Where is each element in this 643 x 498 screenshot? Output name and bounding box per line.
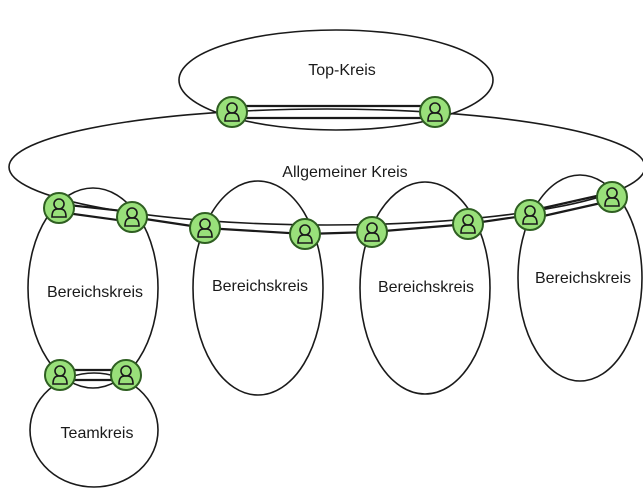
person-node-top-right	[419, 96, 451, 128]
person-icon	[52, 365, 68, 385]
area-circle-1	[27, 187, 159, 389]
person-node-area1-left	[43, 192, 75, 224]
person-node-team-right	[110, 359, 142, 391]
top-circle	[178, 29, 494, 131]
double-links	[58, 104, 611, 382]
person-node-area2-right	[289, 218, 321, 250]
team-circle-label: Teamkreis	[61, 425, 134, 442]
team-circle	[29, 372, 159, 488]
person-node-team-left	[44, 359, 76, 391]
person-icon	[118, 365, 134, 385]
person-node-area2-left	[189, 212, 221, 244]
area-circle-1-label: Bereichskreis	[47, 284, 143, 301]
general-circle	[8, 108, 643, 226]
person-icon	[224, 102, 240, 122]
person-icon	[604, 187, 620, 207]
person-icon	[522, 205, 538, 225]
top-circle-label: Top-Kreis	[308, 62, 376, 79]
area-circle-3	[359, 181, 491, 395]
person-icon	[460, 214, 476, 234]
person-node-area4-left	[514, 199, 546, 231]
person-node-area1-right	[116, 201, 148, 233]
area-circle-4-label: Bereichskreis	[535, 270, 631, 287]
person-node-area3-right	[452, 208, 484, 240]
area-circle-4	[517, 174, 643, 382]
person-node-area4-right	[596, 181, 628, 213]
person-icon	[124, 207, 140, 227]
person-icon	[364, 222, 380, 242]
person-node-top-left	[216, 96, 248, 128]
person-icon	[197, 218, 213, 238]
person-icon	[427, 102, 443, 122]
person-node-area3-left	[356, 216, 388, 248]
general-circle-label: Allgemeiner Kreis	[282, 164, 407, 181]
area-circle-2-label: Bereichskreis	[212, 278, 308, 295]
area-circle-3-label: Bereichskreis	[378, 279, 474, 296]
person-icon	[297, 224, 313, 244]
area-circle-2	[192, 180, 324, 396]
person-icon	[51, 198, 67, 218]
